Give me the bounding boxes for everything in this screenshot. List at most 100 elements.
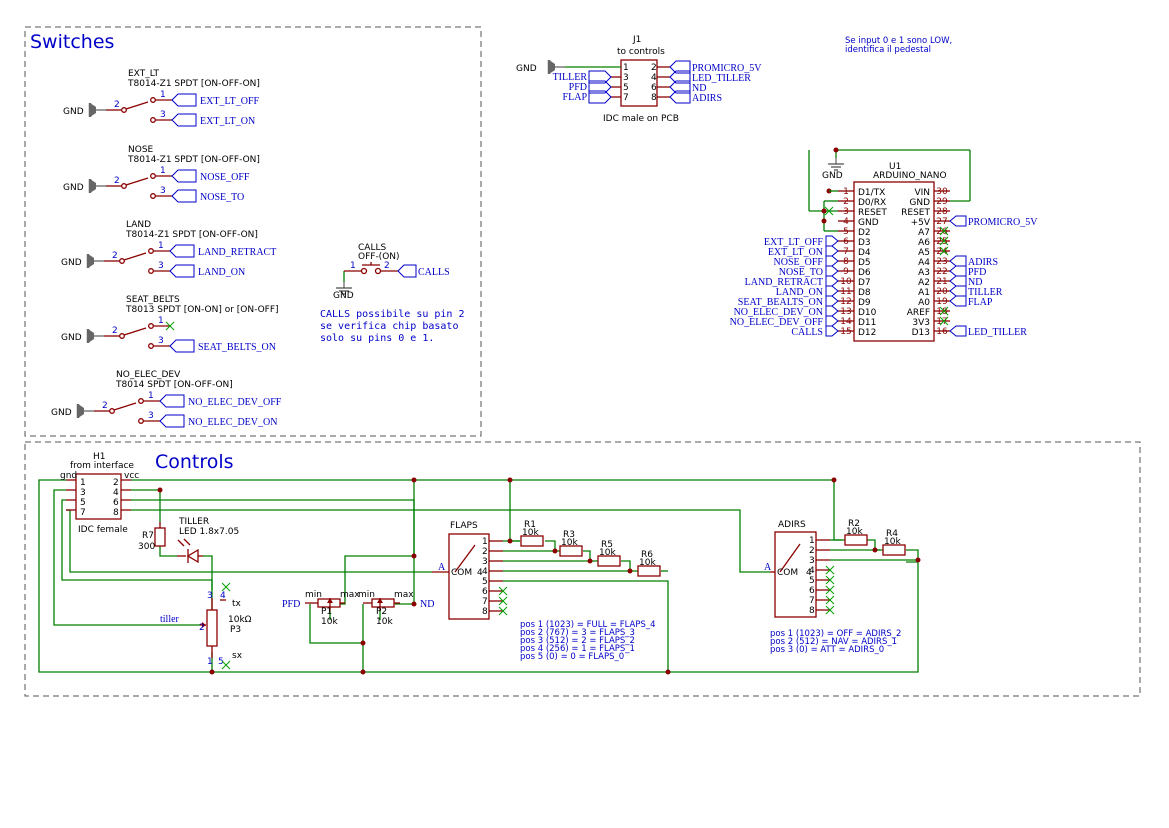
u1-pin-name: A5 — [918, 248, 930, 258]
resistor-body — [844, 534, 868, 546]
u1-pin-name: AREF — [907, 308, 930, 318]
u1-pin-name: D6 — [858, 268, 871, 278]
u1-net-label: PROMICRO_5V — [968, 217, 1038, 228]
p3-value: 10kΩ — [228, 615, 252, 625]
u1-pin-name: D8 — [858, 288, 871, 298]
flaps-pin-num: 6 — [482, 587, 488, 597]
h1-footprint: IDC female — [78, 525, 128, 535]
switch-pin-1: 1 — [158, 241, 164, 251]
p2-value: 10k — [376, 617, 393, 627]
calls-name: CALLS — [358, 243, 386, 253]
u1-pin-num: 30 — [936, 187, 948, 197]
u1-pin-num: 17 — [936, 317, 947, 327]
u1-pin-name: D7 — [858, 278, 871, 288]
resistor-ref: R5 — [601, 540, 613, 550]
gnd-symbol — [88, 177, 108, 195]
j1-net-nd: ND — [692, 83, 706, 94]
switch-gnd-label: GND — [63, 183, 84, 193]
resistor-ref: R3 — [563, 530, 575, 540]
u1-net-label: NO_ELEC_DEV_ON — [734, 307, 823, 318]
net-label-shape — [169, 264, 195, 278]
switch-net-b: NO_ELEC_DEV_ON — [188, 417, 277, 428]
u1-value: ARDUINO_NANO — [873, 171, 947, 181]
u1-pin-num: 23 — [936, 257, 947, 267]
switch-gnd-label: GND — [63, 107, 84, 117]
u1-pin-name: A1 — [918, 288, 930, 298]
p3-label: tiller — [160, 614, 180, 625]
u1-net-label: LED_TILLER — [968, 327, 1027, 338]
gnd-symbol — [86, 252, 106, 270]
u1-pin-num: 11 — [840, 287, 851, 297]
switch-lever — [113, 402, 137, 411]
switch-pin-1: 1 — [160, 90, 166, 100]
p2-potentiometer: ND min max P2 10k — [358, 477, 434, 675]
calls-note-1: CALLS possibile su pin 2 — [320, 309, 465, 320]
u1-pin-num: 7 — [843, 247, 849, 257]
u1-pin-num: 3 — [843, 207, 849, 217]
switch-gnd-label: GND — [51, 408, 72, 418]
p3-pin1: 1 — [207, 657, 213, 667]
switch-pin-2: 2 — [102, 401, 108, 411]
j1-value: to controls — [617, 47, 665, 57]
u1-net-label: ADIRS — [968, 257, 998, 268]
adirs-pin-num: 8 — [809, 606, 815, 616]
h1-pin-7: 7 — [80, 508, 86, 518]
switch-pin-1: 1 — [148, 391, 154, 401]
u1-pin-name: GND — [909, 198, 930, 208]
u1-net-shape — [949, 265, 967, 277]
u1-pin-num: 4 — [843, 217, 849, 227]
flaps-com: COM — [451, 568, 472, 578]
switch-contact-3 — [150, 117, 156, 123]
j1-net-flap: FLAP — [563, 92, 588, 103]
switch-name: EXT_LT — [128, 69, 159, 79]
adirs-com: COM — [777, 568, 798, 578]
u1-pin-name: D3 — [858, 238, 871, 248]
switches-title: Switches — [30, 31, 114, 53]
u1-net-shape — [825, 295, 839, 307]
u1-net-shape — [949, 275, 967, 287]
u1-pin-num: 25 — [936, 237, 947, 247]
flaps-note-2: pos 2 (767) = 3 = FLAPS_3 — [520, 628, 635, 638]
u1-net-shape — [825, 235, 839, 247]
adirs-note-3: pos 3 (0) = ATT = ADIRS_0 — [770, 645, 884, 655]
flaps-pin-num: 2 — [482, 547, 488, 557]
net-label-shape — [171, 189, 197, 203]
switch-pin-2: 2 — [114, 176, 120, 186]
adirs-note-1: pos 1 (1023) = OFF = ADIRS_2 — [770, 629, 901, 639]
j1-net-tiller: TILLER — [553, 72, 588, 83]
resistor-value: 10k — [599, 548, 616, 558]
switch-net-b: NOSE_TO — [200, 192, 244, 203]
switch-lever — [123, 327, 147, 336]
u1-pin-name: D11 — [858, 318, 876, 328]
resistor-body — [882, 544, 906, 556]
u1-net-shape — [949, 325, 967, 337]
resistor-ref: R1 — [524, 520, 536, 530]
flaps-notes: pos 1 (1023) = FULL = FLAPS_4 pos 2 (767… — [520, 620, 656, 662]
switch-common — [119, 333, 125, 339]
p3-potentiometer: tiller 10kΩ P3 3 4 2 1 5 tx sx — [160, 582, 252, 675]
u1-gnd: GND — [822, 171, 843, 181]
calls-part: OFF-(ON) — [358, 252, 400, 262]
switch-contact-1 — [150, 173, 156, 179]
adirs-pin-num: 6 — [809, 586, 815, 596]
switch-contact-3 — [148, 268, 154, 274]
u1-net-label: EXT_LT_ON — [768, 247, 823, 258]
resistor-ref: R2 — [848, 519, 860, 529]
flaps-pin-num: 7 — [482, 597, 488, 607]
adirs-pin-num: 2 — [809, 546, 815, 556]
switch-net-b: LAND_ON — [198, 267, 245, 278]
u1-net-label: ND — [968, 277, 982, 288]
u1-pin-name: A3 — [918, 268, 930, 278]
j1-net-promicro: PROMICRO_5V — [692, 63, 762, 74]
u1-pin-num: 1 — [843, 187, 849, 197]
resistor-value: 10k — [639, 558, 656, 568]
u1-pin-num: 8 — [843, 257, 849, 267]
h1-pin-5: 5 — [80, 498, 86, 508]
switch-pin-1: 1 — [158, 316, 164, 326]
